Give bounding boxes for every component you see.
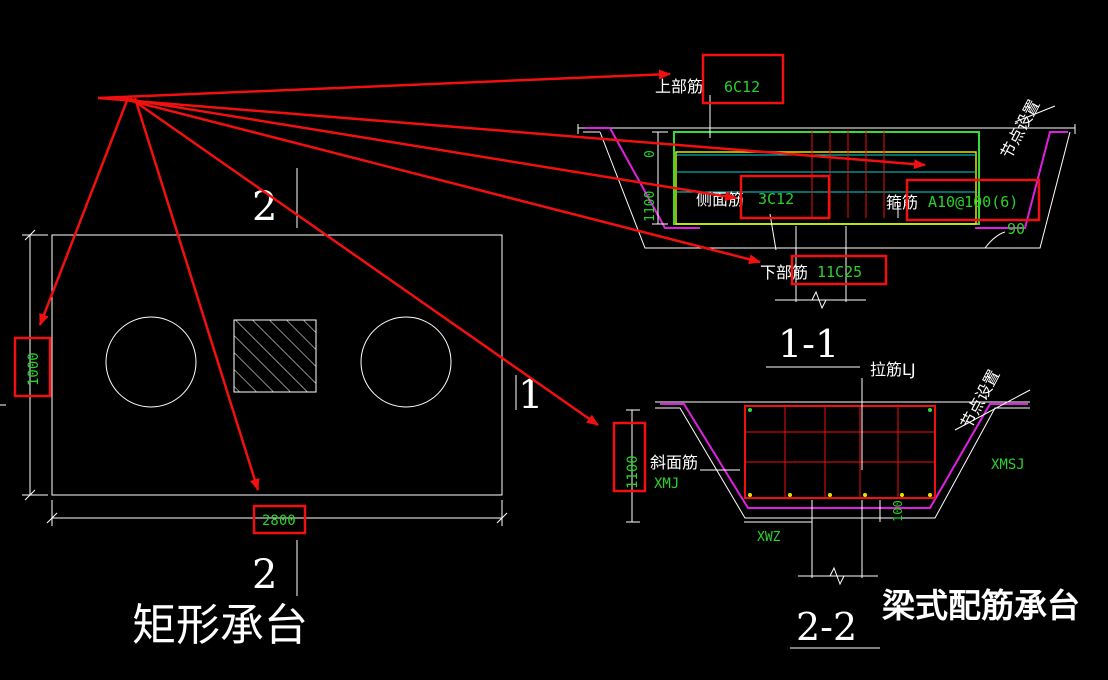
arrow-section-22-height	[129, 96, 599, 427]
s11-side-bar-value: 3C12	[758, 190, 794, 208]
s11-top-bar-label: 上部筋	[655, 77, 703, 96]
box-top-bar	[701, 53, 785, 105]
s22-slope-code-right: XMSJ	[991, 457, 1025, 473]
s11-dim-side: 1100	[643, 191, 658, 222]
s22-dim-cover: 100	[891, 500, 905, 522]
plan-view	[0, 168, 517, 596]
box-plan-height	[13, 336, 52, 398]
column-hatch	[233, 319, 317, 393]
arrow-side-bar	[119, 96, 737, 202]
s22-caption: 梁式配筋承台	[882, 586, 1080, 625]
pile-left	[105, 316, 197, 408]
plan-dim-height: 1000	[26, 352, 42, 386]
plan-section-mark-right: 1	[518, 372, 543, 418]
plan-caption: 矩形承台	[132, 600, 308, 651]
s22-slope-bar-code: XMJ	[654, 476, 679, 492]
s22-title: 2-2	[796, 605, 857, 649]
s22-slope-bar-label: 斜面筋	[650, 453, 698, 472]
s11-title: 1-1	[778, 322, 839, 366]
arrow-stirrup	[97, 96, 926, 170]
s22-dim-height: 1100	[625, 455, 641, 489]
section-2-2-drawing	[626, 378, 1031, 649]
s11-bottom-bar-value: 11C25	[817, 263, 862, 281]
s11-stirrup-value: A10@100(6)	[928, 193, 1018, 211]
s11-bottom-bar-label: 下部筋	[760, 263, 808, 282]
s11-node-note: 节点设置	[997, 96, 1044, 161]
arrow-plan-width	[133, 97, 260, 491]
plan-section-mark-bottom: 2	[252, 552, 277, 598]
annotation-arrows	[38, 69, 926, 491]
s11-angle: 90	[1007, 220, 1025, 238]
arrow-plan-height	[38, 97, 130, 326]
plan-dim-width: 2800	[262, 513, 296, 529]
section-1-1-drawing	[577, 95, 1076, 368]
arrow-top-bar	[97, 69, 671, 100]
s22-tie-bar: 拉筋LJ	[870, 360, 916, 379]
s11-dim-top: 0	[643, 150, 658, 158]
highlight-boxes	[13, 53, 1041, 535]
box-side-bar	[739, 174, 831, 220]
box-plan-width	[252, 504, 307, 535]
cap-outline	[51, 234, 503, 496]
box-s22-height	[612, 421, 647, 493]
s11-top-bar-value: 6C12	[724, 78, 760, 96]
s22-bottom-code: XWZ	[757, 530, 781, 545]
arrow-bottom-bar	[119, 96, 761, 265]
box-bottom-bar	[790, 254, 888, 286]
s11-stirrup-label: 箍筋	[886, 193, 918, 212]
pile-right	[360, 316, 452, 408]
box-stirrup	[905, 178, 1041, 222]
